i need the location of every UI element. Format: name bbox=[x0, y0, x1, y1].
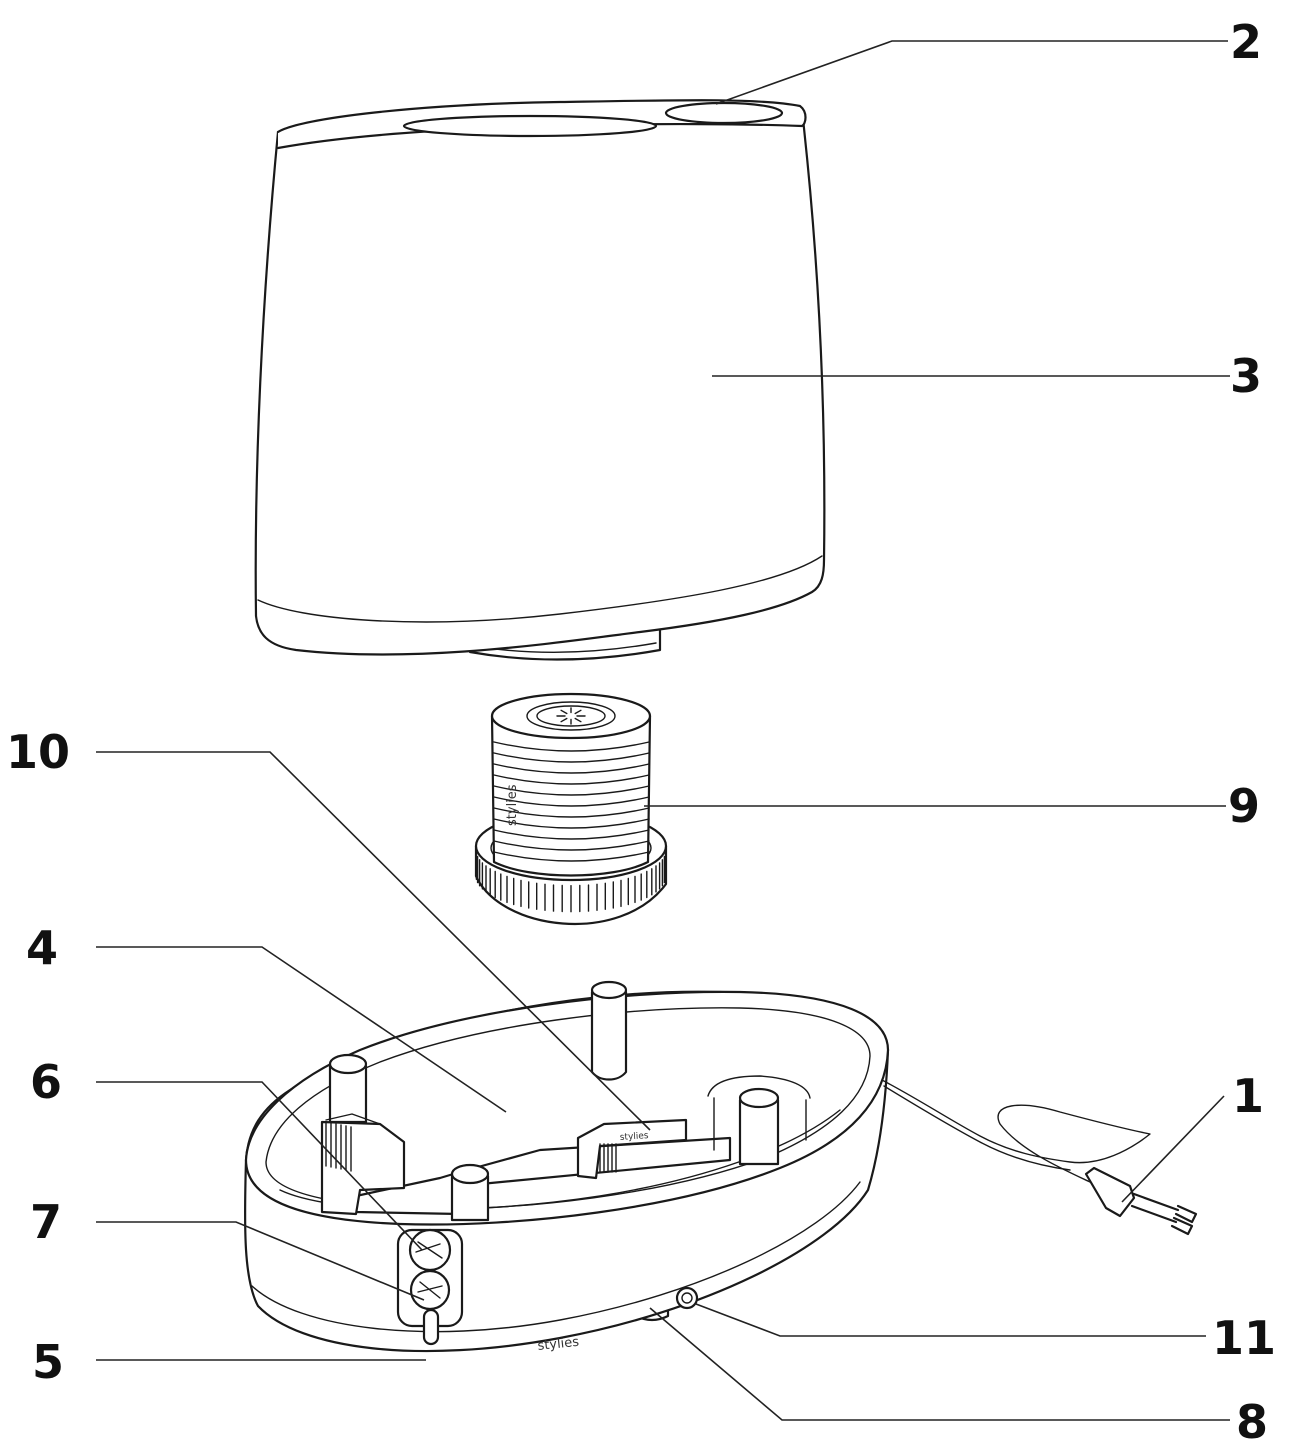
nut-knurling bbox=[475, 849, 667, 913]
cartridge-brand-text: stylies bbox=[505, 784, 520, 826]
switch-5[interactable] bbox=[422, 1308, 440, 1346]
callout-11: 11 bbox=[1212, 1311, 1276, 1365]
callout-numbers: 2 3 9 10 4 6 7 5 1 11 8 bbox=[6, 15, 1276, 1449]
leader-7 bbox=[96, 1221, 425, 1301]
cartridge-rib bbox=[493, 829, 650, 840]
callout-3: 3 bbox=[1230, 349, 1262, 403]
water-tank bbox=[254, 99, 826, 661]
cartridge-rib bbox=[493, 796, 650, 807]
cartridge-rib bbox=[493, 851, 650, 862]
callout-9: 9 bbox=[1228, 779, 1260, 833]
vent-ray bbox=[574, 709, 582, 715]
leader-11 bbox=[695, 1303, 1206, 1337]
callout-2: 2 bbox=[1230, 15, 1262, 69]
plug bbox=[1084, 1166, 1136, 1218]
leader-lines bbox=[96, 40, 1230, 1421]
callout-8: 8 bbox=[1236, 1395, 1268, 1449]
cartridge-rib bbox=[493, 752, 650, 763]
leader-4 bbox=[96, 946, 507, 1113]
leader-2 bbox=[715, 40, 1228, 105]
leader-1 bbox=[1121, 1095, 1225, 1203]
leader-10 bbox=[96, 751, 651, 1131]
sensor-grill bbox=[325, 1121, 352, 1172]
callout-10: 10 bbox=[6, 725, 70, 779]
cartridge-ribs bbox=[493, 741, 650, 862]
vent-ray bbox=[574, 717, 582, 723]
cartridge-rib bbox=[493, 774, 650, 785]
cartridge-rib bbox=[493, 818, 650, 829]
callout-6: 6 bbox=[30, 1055, 62, 1109]
socket-11[interactable] bbox=[675, 1286, 699, 1310]
callout-7: 7 bbox=[30, 1195, 62, 1249]
callout-1: 1 bbox=[1232, 1069, 1264, 1123]
cartridge-top-vent bbox=[556, 707, 586, 725]
cartridge-rib bbox=[493, 763, 650, 774]
leader-8 bbox=[649, 1307, 1230, 1421]
tray-plate bbox=[354, 1136, 732, 1216]
callout-5: 5 bbox=[32, 1335, 64, 1389]
membrane-block bbox=[576, 1118, 688, 1180]
membrane-grill bbox=[599, 1143, 617, 1173]
cartridge-rib bbox=[493, 840, 650, 851]
base-brand-text: stylies bbox=[537, 1335, 580, 1354]
cartridge-rib bbox=[493, 741, 650, 752]
membrane-label: stylies bbox=[620, 1131, 650, 1143]
callout-4: 4 bbox=[26, 921, 58, 975]
cartridge-rib bbox=[493, 785, 650, 796]
vent-ray bbox=[560, 717, 568, 723]
cartridge-rib bbox=[493, 807, 650, 818]
float-sensor bbox=[320, 1120, 406, 1216]
base-unit: stylies stylies bbox=[243, 980, 890, 1354]
power-cord bbox=[881, 1079, 1198, 1236]
vent-ray bbox=[560, 709, 568, 715]
filter-cartridge: stylies bbox=[474, 692, 668, 925]
leader-6 bbox=[96, 1081, 423, 1251]
